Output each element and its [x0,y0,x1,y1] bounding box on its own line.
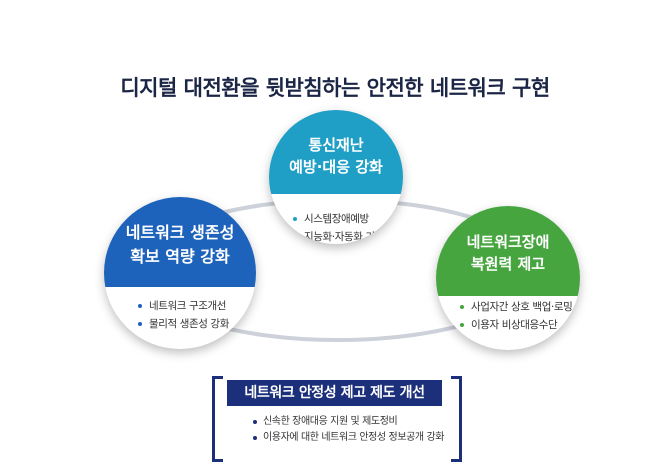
pillar-item: 사업자간 상호 백업·로밍 [460,298,573,316]
foundation-heading: 네트워크 안정성 제고 제도 개선 [227,380,442,406]
pillar-item: 물리적 생존성 강화 [138,315,229,333]
pillar-item: 이용자 비상대응수단 [460,316,572,334]
pillar-heading-line-1: 네트워크 생존성 [125,223,235,242]
pillar-disaster-response: 통신재난 예방·대응 강화 시스템장애예방 지능화·자동화 기술 [269,110,403,244]
pillar-items: 사업자간 상호 백업·로밍 이용자 비상대응수단 [460,298,573,334]
pillar-heading-line-1: 네트워크장애 [466,233,550,251]
diagram-title: 디지털 대전환을 뒷받침하는 안전한 네트워크 구현 [120,76,550,100]
pillar-items: 시스템장애예방 지능화·자동화 기술 [293,210,384,244]
pillar-heading: 통신재난 예방·대응 강화 [269,110,403,194]
pillar-heading-line-2: 확보 역량 강화 [130,247,230,266]
pillar-heading-line-2: 복원력 제고 [470,255,546,273]
left-bracket [212,376,223,462]
pillar-network-survivability: 네트워크 생존성 확보 역량 강화 네트워크 구조개선 물리적 생존성 강화 [104,197,256,349]
pillar-network-resilience: 네트워크장애 복원력 제고 사업자간 상호 백업·로밍 이용자 비상대응수단 [436,206,580,350]
foundation-item: 이용자에 대한 네트워크 안정성 정보공개 강화 [253,430,444,446]
pillar-item: 지능화·자동화 기술 [293,228,384,244]
foundation-item: 신속한 장애대응 지원 및 제도정비 [253,414,444,430]
pillar-item: 시스템장애예방 [293,210,384,228]
pillar-item: 네트워크 구조개선 [138,297,229,315]
pillar-items: 네트워크 구조개선 물리적 생존성 강화 [138,297,229,333]
pillar-heading: 네트워크장애 복원력 제고 [436,206,580,296]
pillar-heading: 네트워크 생존성 확보 역량 강화 [104,197,256,287]
foundation-items: 신속한 장애대응 지원 및 제도정비 이용자에 대한 네트워크 안정성 정보공개… [253,414,444,446]
pillar-heading-line-1: 통신재난 [308,136,364,154]
pillar-heading-line-2: 예방·대응 강화 [289,158,383,176]
right-bracket [451,376,462,462]
